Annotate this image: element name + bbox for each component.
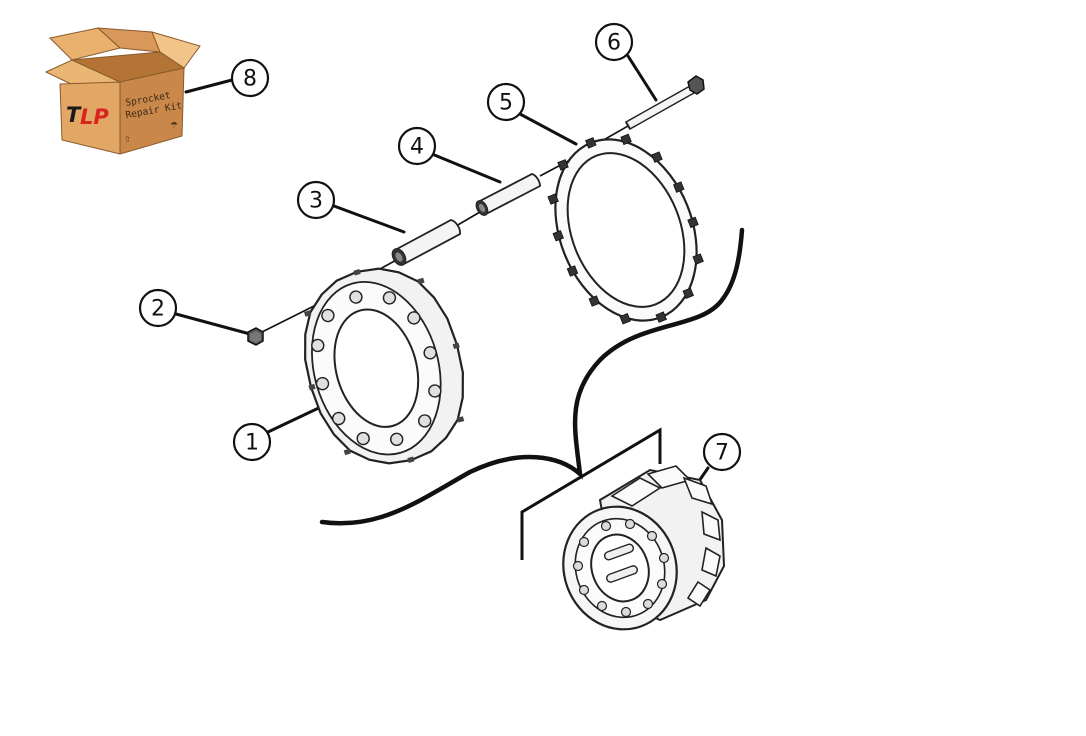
leader-line-8 [184,78,234,94]
callout-number-5: 5 [499,91,513,116]
chain [319,227,745,526]
bolt-head [247,327,264,346]
leader-line-5 [518,112,578,146]
callout-circle-2 [138,288,178,328]
roller-pin [391,219,461,266]
callout-number-7: 7 [715,441,729,466]
arrow-up-icon: ⇧ [124,135,131,144]
callout-number-8: 8 [243,67,257,92]
callout-circle-4 [397,126,437,166]
umbrella-icon: ☂ [170,121,178,131]
callout-circle-3 [296,180,336,220]
callout-number-2: 2 [151,297,165,322]
long-bolt [624,75,705,131]
box-side [119,67,185,155]
sprocket-plate [304,267,465,465]
leader-line-4 [430,152,502,184]
logo-lp: LP [80,105,109,129]
logo-t: T [66,103,82,127]
callout-circle-1 [232,422,272,462]
gasket-ring [547,133,704,325]
callout-number-6: 6 [607,31,621,56]
assembly-bracket [520,427,662,560]
leader-line-3 [332,204,406,234]
callout-circle-8 [230,58,270,98]
callout-circle-5 [486,82,526,122]
callout-number-3: 3 [309,189,323,214]
callout-number-4: 4 [410,135,424,160]
callout-circle-7 [702,432,742,472]
axis-line-a [257,301,323,335]
callout-circle-6 [594,22,634,62]
roller-pin-long [475,173,541,216]
sprocket-assembly [562,465,726,631]
tlp-logo: T LP [66,103,109,129]
axis-line-c [455,211,481,227]
callout-number-1: 1 [245,431,259,456]
leader-line-6 [626,54,658,102]
repair-kit-box: T LP Sprocket Repair Kit ☂ ⇧ [44,27,201,155]
leader-line-2 [174,312,252,336]
